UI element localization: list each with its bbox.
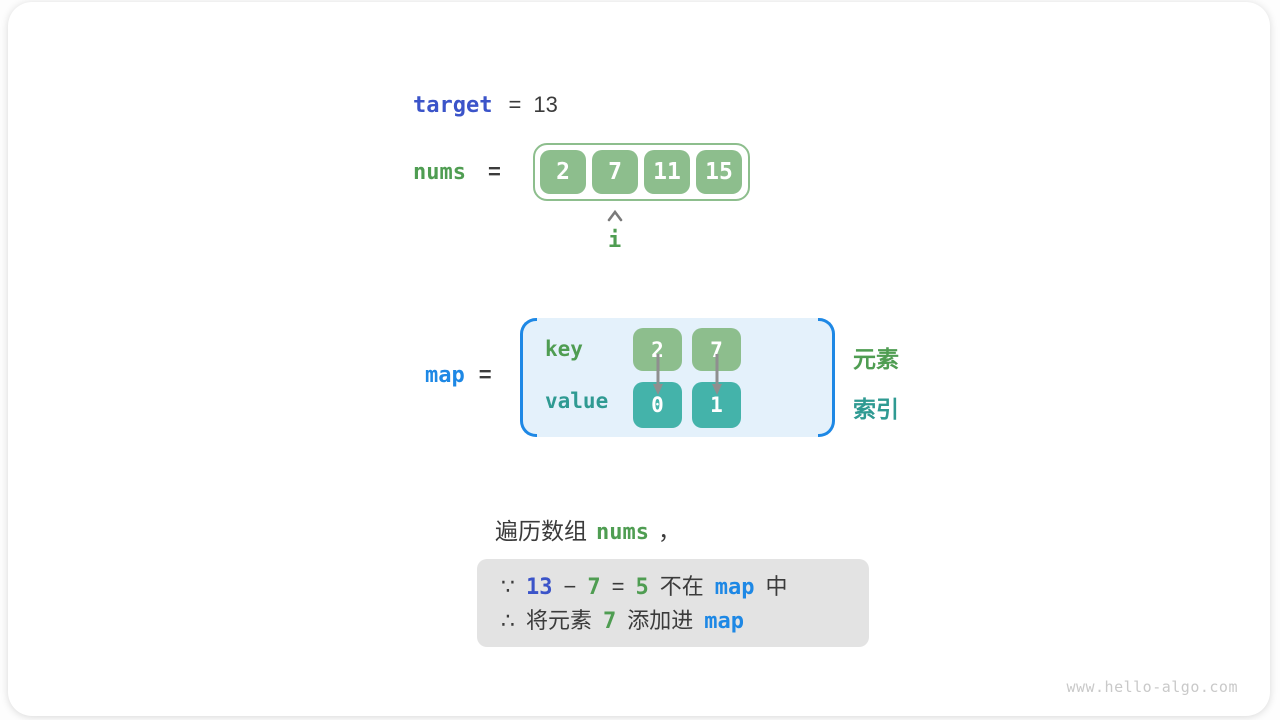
value-row-label: value bbox=[545, 389, 609, 413]
array-cell: 2 bbox=[540, 150, 586, 194]
array-cell: 7 bbox=[592, 150, 638, 194]
array-cell: 11 bbox=[644, 150, 690, 194]
note-text: 不在 bbox=[659, 574, 704, 599]
caption-comma: ， bbox=[657, 518, 681, 544]
map-variable: map bbox=[425, 363, 465, 388]
note-map-ref: map bbox=[704, 609, 745, 634]
note-current-element: 7 bbox=[603, 609, 617, 634]
key-to-value-arrow-icon bbox=[653, 354, 663, 395]
note-line-2: ∴ 将元素 7 添加进 map bbox=[501, 604, 869, 638]
equals-sign: = bbox=[487, 159, 501, 184]
equals-sign: = bbox=[478, 362, 492, 387]
note-text: 中 bbox=[765, 574, 788, 599]
nums-variable: nums bbox=[413, 160, 466, 185]
therefore-symbol: ∴ bbox=[501, 608, 515, 633]
equals-sign: = bbox=[611, 574, 625, 599]
note-target-value: 13 bbox=[526, 575, 553, 600]
pointer-label: i bbox=[608, 228, 622, 253]
index-label: 索引 bbox=[853, 396, 899, 422]
because-symbol: ∵ bbox=[501, 574, 515, 599]
caption-nums-code: nums bbox=[596, 520, 649, 545]
left-bracket-icon bbox=[520, 318, 537, 437]
caption-prefix: 遍历数组 bbox=[495, 518, 587, 544]
element-label: 元素 bbox=[853, 346, 899, 372]
note-line-1: ∵ 13−7 = 5 不在 map 中 bbox=[501, 570, 869, 604]
target-value: 13 bbox=[533, 92, 558, 117]
nums-line: nums = bbox=[413, 159, 501, 185]
target-line: target = 13 bbox=[413, 92, 558, 118]
key-to-value-arrow-icon bbox=[712, 354, 722, 395]
note-map-ref: map bbox=[714, 575, 755, 600]
right-bracket-icon bbox=[818, 318, 835, 437]
note-current-element: 7 bbox=[587, 575, 601, 600]
note-difference: 5 bbox=[635, 575, 649, 600]
note-text: 将元素 bbox=[526, 608, 593, 633]
watermark: www.hello-algo.com bbox=[1066, 678, 1238, 696]
equals-sign: = bbox=[508, 92, 522, 117]
note-text: 添加进 bbox=[627, 608, 694, 633]
map-line: map = bbox=[425, 362, 492, 388]
target-variable: target bbox=[413, 93, 493, 118]
array-cell: 15 bbox=[696, 150, 742, 194]
pointer-caret-icon bbox=[603, 209, 627, 223]
nums-array: 2 7 11 15 bbox=[533, 143, 750, 201]
key-row-label: key bbox=[545, 337, 583, 361]
map-container: key value 2 7 0 1 bbox=[520, 318, 835, 437]
minus-sign: − bbox=[563, 574, 577, 599]
traverse-caption: 遍历数组 nums ， bbox=[495, 512, 681, 546]
